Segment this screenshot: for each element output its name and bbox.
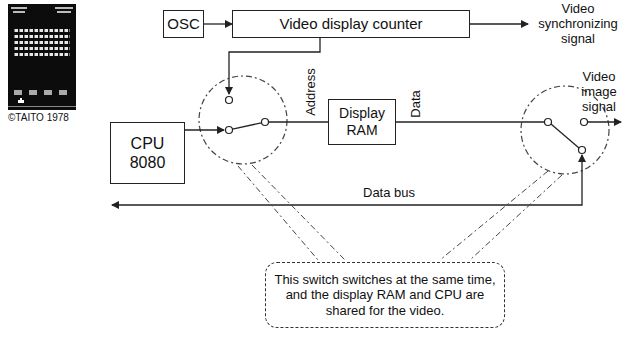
box-text: Video display counter xyxy=(279,15,422,33)
note-box: This switch switches at the same time, a… xyxy=(265,262,505,328)
cpu-box: CPU 8080 xyxy=(110,122,185,184)
signal-name: Video synchronizing signal xyxy=(532,2,624,47)
signal-arrow xyxy=(204,23,232,24)
ram-box: Display RAM xyxy=(328,99,396,145)
counter-box: Video display counter xyxy=(232,10,470,38)
oscillator-box: OSC xyxy=(163,10,204,38)
copyright-note: ©TAITO 1978 xyxy=(8,112,80,124)
signal-name: Video image signal xyxy=(574,70,624,115)
bus-name: Address xyxy=(304,68,319,116)
box-text: Display RAM xyxy=(332,105,392,139)
bus-name: Data xyxy=(409,90,424,117)
bus-name: Data bus xyxy=(363,186,415,201)
game-screenshot xyxy=(8,4,76,110)
box-text: CPU 8080 xyxy=(126,134,170,172)
box-text: This switch switches at the same time, a… xyxy=(272,272,498,319)
box-text: OSC xyxy=(167,15,200,33)
